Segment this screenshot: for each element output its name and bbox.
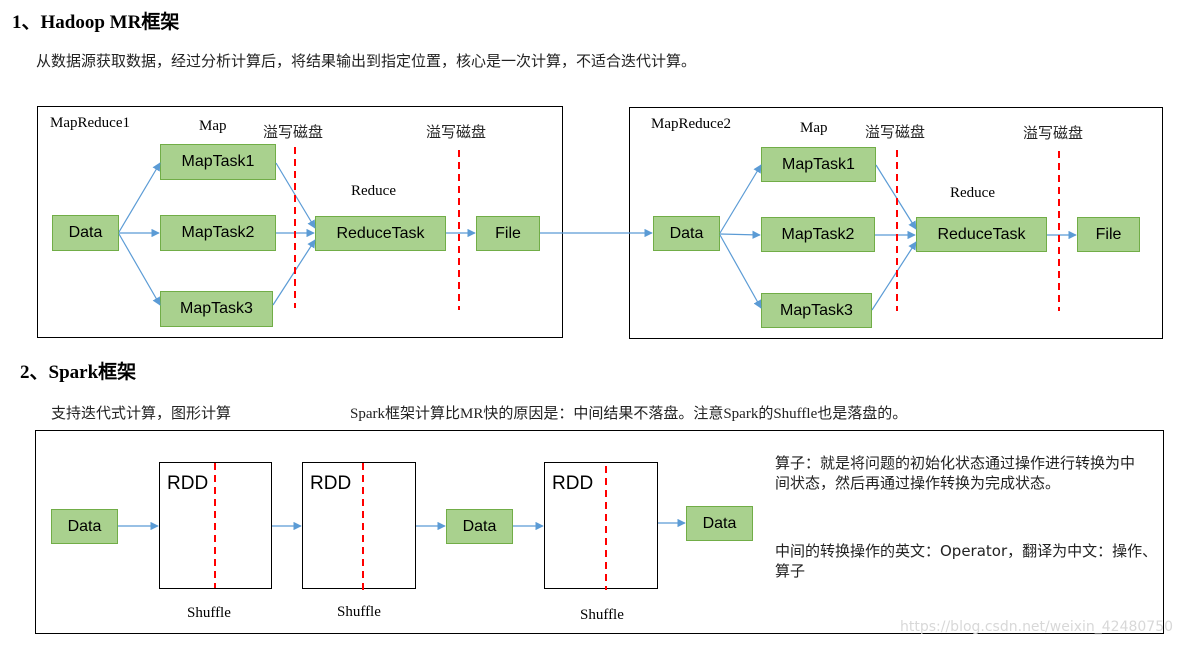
mapreduce2-maptask3-box: MapTask3 bbox=[761, 293, 872, 328]
mapreduce1-maptask2-box: MapTask2 bbox=[160, 215, 276, 251]
section2-title: 2、Spark框架 bbox=[20, 362, 137, 383]
mapreduce2-reduce-label: Reduce bbox=[950, 185, 995, 201]
spark-rdd3-box bbox=[544, 462, 658, 589]
mapreduce1-reduce-label: Reduce bbox=[351, 183, 396, 199]
spark-frame bbox=[35, 430, 1164, 634]
mr2-arrow-maptask1-reduce bbox=[875, 164, 917, 230]
mapreduce1-spill-label-1: 溢写磁盘 bbox=[263, 123, 324, 141]
mapreduce2-frame bbox=[629, 107, 1163, 339]
section1-description: 从数据源获取数据，经过分析计算后，将结果输出到指定位置，核心是一次计算，不适合迭… bbox=[36, 52, 697, 70]
mapreduce1-map-label: Map bbox=[199, 118, 227, 134]
mr1-arrow-data-maptask3 bbox=[118, 233, 161, 306]
spark-shuffle-label-1: Shuffle bbox=[187, 605, 231, 621]
mapreduce1-label: MapReduce1 bbox=[50, 115, 130, 131]
section2-note-left: 支持迭代式计算，图形计算 bbox=[51, 404, 232, 422]
mr1-arrow-data-maptask1 bbox=[118, 162, 161, 233]
mapreduce2-map-label: Map bbox=[800, 120, 828, 136]
mapreduce2-maptask1-box: MapTask1 bbox=[761, 147, 876, 182]
spark-data2-box: Data bbox=[446, 509, 513, 544]
mapreduce1-spill-label-2: 溢写磁盘 bbox=[426, 123, 487, 141]
mapreduce2-data-box: Data bbox=[653, 216, 720, 251]
watermark-text: https://blog.csdn.net/weixin_42480750 bbox=[900, 619, 1174, 635]
operator-description: 算子：就是将问题的初始化状态通过操作进行转换为中间状态，然后再通过操作转换为完成… bbox=[775, 454, 1136, 492]
mapreduce2-file-box: File bbox=[1077, 217, 1140, 252]
spark-rdd1-label: RDD bbox=[167, 473, 209, 494]
mapreduce1-frame bbox=[37, 106, 563, 338]
spark-shuffle-label-3: Shuffle bbox=[580, 607, 624, 623]
mapreduce2-label: MapReduce2 bbox=[651, 116, 731, 132]
section1-title: 1、Hadoop MR框架 bbox=[12, 12, 180, 33]
mapreduce1-data-box: Data bbox=[52, 215, 119, 251]
mapreduce1-maptask1-box: MapTask1 bbox=[160, 144, 276, 180]
mr2-arrow-data-maptask1 bbox=[719, 164, 762, 234]
spark-rdd2-box bbox=[302, 462, 416, 589]
mapreduce2-spill-label-1: 溢写磁盘 bbox=[865, 123, 926, 141]
mr2-arrow-data-maptask3 bbox=[719, 234, 762, 309]
spark-rdd3-label: RDD bbox=[552, 473, 594, 494]
spark-data1-box: Data bbox=[51, 509, 118, 544]
spark-rdd2-label: RDD bbox=[310, 473, 352, 494]
spark-data3-box: Data bbox=[686, 506, 753, 541]
mapreduce1-file-box: File bbox=[476, 216, 540, 251]
operator-english-note: 中间的转换操作的英文：Operator，翻译为中文：操作、算子 bbox=[775, 542, 1158, 580]
mr2-arrow-maptask3-reduce bbox=[871, 241, 917, 311]
mapreduce1-reducetask-box: ReduceTask bbox=[315, 216, 446, 251]
mapreduce2-maptask2-box: MapTask2 bbox=[761, 217, 875, 252]
spark-shuffle-label-2: Shuffle bbox=[337, 604, 381, 620]
mapreduce2-spill-label-2: 溢写磁盘 bbox=[1023, 124, 1084, 142]
mr2-arrow-data-maptask2 bbox=[719, 230, 761, 240]
mapreduce1-maptask3-box: MapTask3 bbox=[160, 291, 273, 327]
section2-note-right: Spark框架计算比MR快的原因是：中间结果不落盘。注意Spark的Shuffl… bbox=[350, 406, 908, 422]
mapreduce2-reducetask-box: ReduceTask bbox=[916, 217, 1047, 252]
